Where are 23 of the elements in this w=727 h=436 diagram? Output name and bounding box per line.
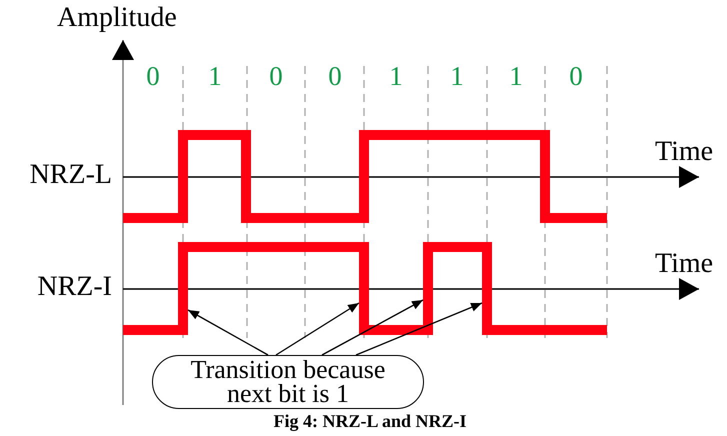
bit-value: 0 — [146, 63, 160, 90]
transition-edge — [178, 242, 188, 335]
leader-arrow — [276, 302, 360, 356]
signal-label: NRZ-L — [30, 161, 112, 189]
signal-label: NRZ-I — [37, 273, 112, 301]
bit-value: 1 — [389, 63, 403, 90]
leader-arrow — [188, 309, 268, 356]
bit-value: 1 — [509, 63, 523, 90]
figure-caption: Fig 4: NRZ-L and NRZ-I — [273, 412, 467, 430]
axis-label: Time — [655, 250, 714, 278]
bit-value: 0 — [328, 63, 342, 90]
leader-arrow — [356, 302, 482, 356]
callout-text: Transition because next bit is 1 — [190, 358, 386, 406]
transition-edge — [423, 242, 433, 335]
leader-arrow — [322, 299, 424, 356]
bit-value: 1 — [208, 63, 222, 90]
axis-label: Time — [655, 138, 714, 166]
bit-value: 0 — [569, 63, 583, 90]
transition-edge — [359, 242, 369, 335]
transition-edge — [482, 242, 492, 335]
bit-value: 1 — [450, 63, 464, 90]
axis-label: Amplitude — [57, 4, 177, 32]
bit-value: 0 — [269, 63, 283, 90]
